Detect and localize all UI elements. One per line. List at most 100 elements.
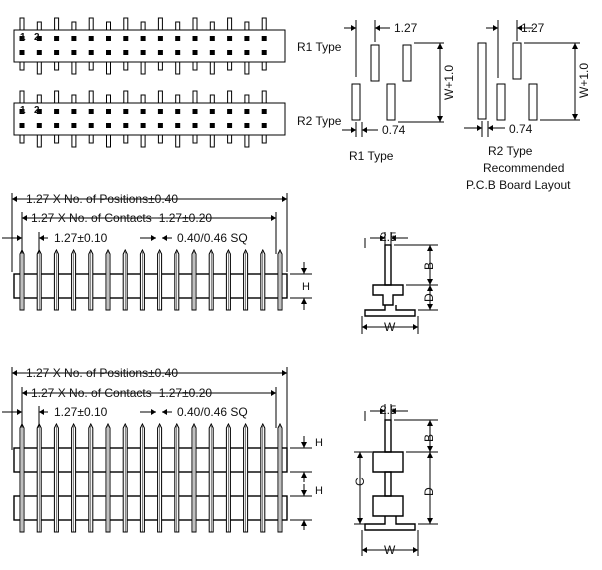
r2-caption-line1: R2 Type: [488, 144, 533, 158]
strip-pad: [209, 50, 215, 55]
strip-pad: [192, 50, 198, 55]
double-positions-dim: 1.27 X No. of Positions±0.40: [26, 366, 178, 380]
double-side-width: 2.5: [380, 403, 397, 417]
strip-pin: [19, 61, 25, 71]
single-contacts-dim: 1.27 X No. of Contacts−1.27±0.20: [31, 211, 212, 225]
strip-pin: [175, 21, 181, 31]
r2-caption-line3: P.C.B Board Layout: [466, 178, 571, 192]
r2-offset-label: 0.74: [509, 122, 533, 136]
pin2-label-r1: 2: [34, 32, 40, 43]
strip-pin: [261, 17, 267, 31]
strip-pin: [88, 17, 94, 31]
strip-pin: [227, 134, 233, 144]
single-row-side-view: [361, 232, 438, 334]
strip-pad: [157, 36, 163, 41]
strip-pin: [54, 90, 60, 104]
strip-pin: [175, 94, 181, 104]
r1-offset-label: 0.74: [382, 123, 406, 137]
strip-pad: [244, 109, 250, 114]
single-positions-dim: 1.27 X No. of Positions±0.40: [26, 192, 178, 206]
strip-pad: [106, 109, 111, 114]
strip-pin: [192, 90, 198, 104]
r2-caption-line2: Recommended: [483, 161, 564, 175]
strip-pad: [106, 123, 111, 128]
strip-pad: [54, 36, 60, 41]
single-side-b: B: [422, 262, 436, 270]
strip-pin: [88, 134, 94, 144]
pcb-layout-r1: [342, 20, 444, 137]
strip-pad: [192, 109, 198, 114]
strip-pin: [244, 134, 250, 148]
r1-caption: R1 Type: [349, 149, 394, 163]
strip-pad: [88, 123, 94, 128]
single-pin-dim: 0.40/0.46 SQ: [177, 231, 248, 245]
strip-pin: [106, 61, 111, 75]
strip-pin: [175, 134, 181, 148]
strip-pad: [192, 36, 198, 41]
strip-pad: [71, 109, 77, 114]
single-row-dimensions: [2, 193, 312, 310]
double-row-dimensions: [2, 367, 312, 530]
strip-pin: [140, 61, 146, 75]
strip-pad: [261, 123, 267, 128]
strip-pad: [175, 50, 181, 55]
strip-pin: [209, 134, 215, 148]
strip-pin: [106, 21, 111, 31]
strip-pad: [36, 109, 42, 114]
strip-pin: [19, 17, 25, 31]
r1-width-label: W+1.0: [442, 65, 456, 100]
strip-pad: [71, 50, 77, 55]
strip-pin: [54, 134, 60, 144]
pin1-label-r2: 1: [20, 105, 26, 116]
double-h-label-2: H: [315, 485, 323, 497]
strip-pin: [209, 94, 215, 104]
insulator-body: [13, 273, 288, 299]
top-strip-r1: [13, 17, 286, 75]
strip-pad: [71, 123, 77, 128]
r1-pitch-label: 1.27: [394, 21, 418, 35]
strip-pad: [123, 50, 129, 55]
strip-pad: [261, 109, 267, 114]
strip-pad: [36, 50, 42, 55]
strip-pin: [192, 17, 198, 31]
strip-pin: [123, 61, 129, 71]
strip-pin: [227, 61, 233, 71]
strip-pin: [123, 134, 129, 144]
strip-pad: [123, 109, 129, 114]
strip-pin: [157, 90, 163, 104]
strip-pin: [209, 61, 215, 75]
single-side-w: W: [384, 320, 396, 334]
single-pitch-dim: 1.27±0.10: [54, 231, 108, 245]
strip-pin: [175, 61, 181, 75]
strip-pin: [227, 17, 233, 31]
r2-type-label: R2 Type: [297, 114, 342, 128]
strip-pad: [227, 109, 233, 114]
strip-pin: [244, 61, 250, 75]
r1-type-label: R1 Type: [297, 40, 342, 54]
strip-pad: [123, 36, 129, 41]
strip-pad: [175, 36, 181, 41]
strip-pin: [106, 134, 111, 148]
strip-pad: [175, 123, 181, 128]
double-side-w: W: [384, 543, 396, 557]
strip-pin: [123, 17, 129, 31]
strip-pad: [88, 36, 94, 41]
strip-pad: [244, 123, 250, 128]
pin2-label-r2: 2: [34, 105, 40, 116]
strip-pin: [106, 94, 111, 104]
double-side-d: D: [422, 487, 436, 496]
strip-pin: [36, 61, 42, 75]
strip-pad: [157, 123, 163, 128]
strip-pad: [227, 123, 233, 128]
strip-body: [13, 102, 286, 136]
strip-pad: [36, 123, 42, 128]
strip-pin: [71, 134, 77, 148]
strip-pad: [106, 36, 111, 41]
strip-pin: [123, 90, 129, 104]
strip-pad: [209, 36, 215, 41]
strip-pad: [123, 123, 129, 128]
strip-pad: [157, 50, 163, 55]
strip-pad: [157, 109, 163, 114]
strip-pin: [88, 61, 94, 71]
